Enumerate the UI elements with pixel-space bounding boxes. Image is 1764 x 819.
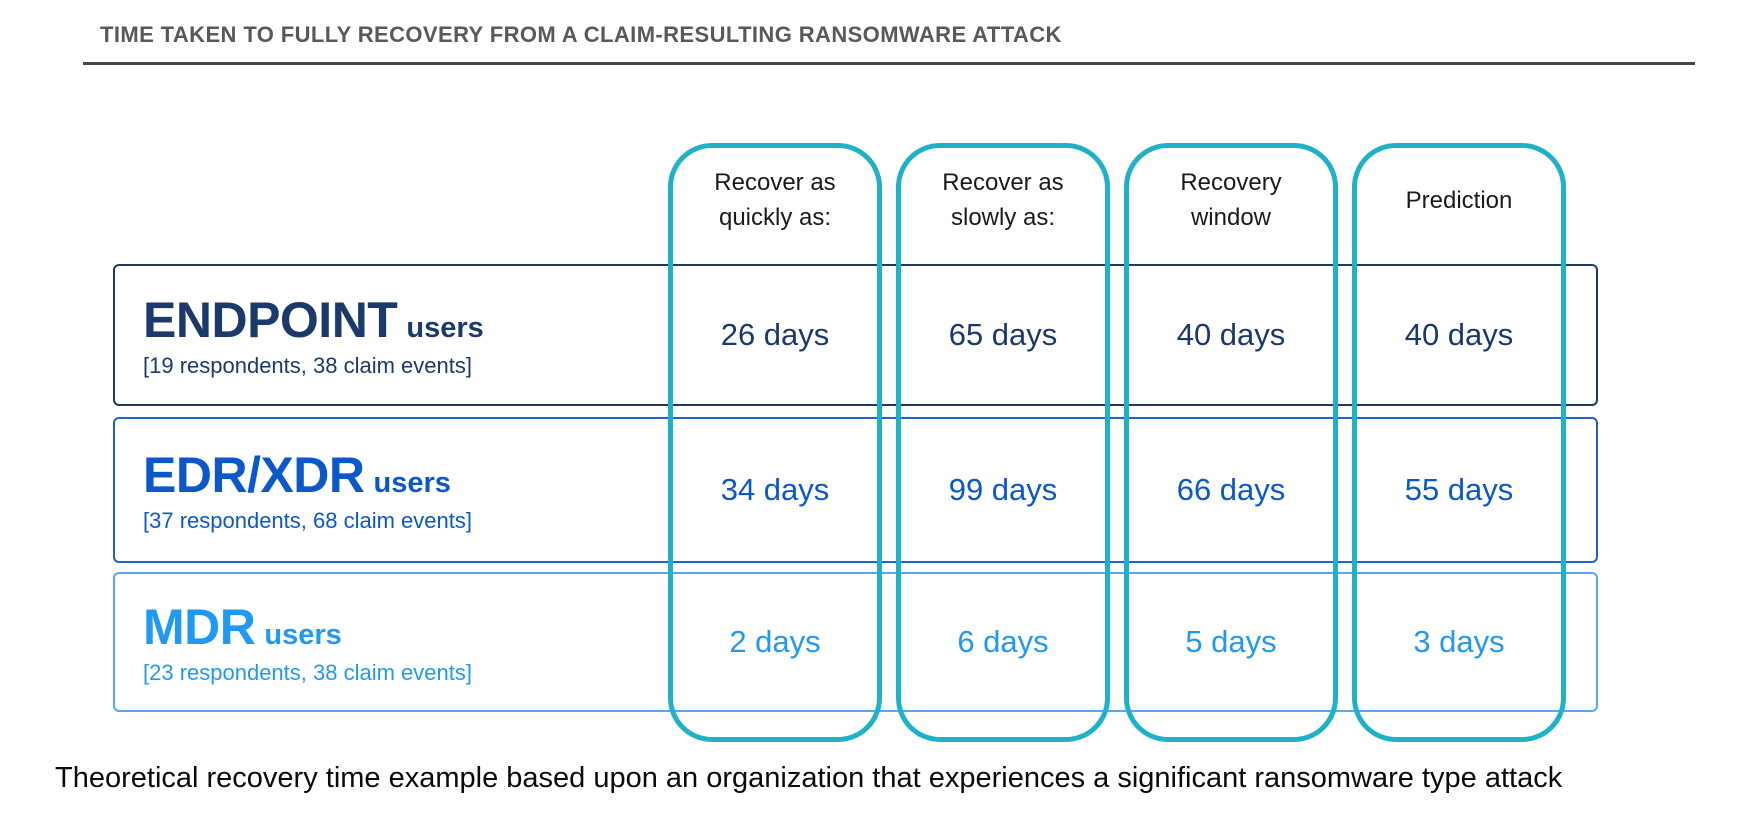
column-header-recover-slowly: Recover as slowly as: <box>896 155 1110 247</box>
value-mdr-recovery-window: 5 days <box>1185 624 1277 659</box>
row-name: ENDPOINT <box>143 292 398 348</box>
value-endpoint-recover-quickly: 26 days <box>720 317 830 352</box>
row-detail: [37 respondents, 68 claim events] <box>143 508 472 533</box>
column-header-line: Recover as <box>714 169 836 197</box>
column-header-line: window <box>1190 204 1272 231</box>
value-edr-xdr-recovery-window: 66 days <box>1176 472 1286 507</box>
row-detail: [23 respondents, 38 claim events] <box>143 660 472 685</box>
column-box-prediction <box>1352 143 1566 742</box>
column-box-recover-quickly <box>668 143 882 742</box>
row-suffix: users <box>373 467 451 499</box>
value-edr-xdr-prediction: 55 days <box>1404 472 1514 507</box>
value-edr-xdr-recover-quickly: 34 days <box>720 472 830 507</box>
value-endpoint-recover-slowly: 65 days <box>948 317 1058 352</box>
title-underline <box>83 62 1695 65</box>
value-mdr-recover-quickly: 2 days <box>729 624 821 659</box>
value-edr-xdr-recover-slowly: 99 days <box>948 472 1058 507</box>
column-header-recovery-window: Recovery window <box>1124 155 1338 247</box>
column-box-recovery-window <box>1124 143 1338 742</box>
column-header-line: Recovery <box>1180 169 1282 197</box>
column-header-line: Prediction <box>1405 186 1513 214</box>
value-mdr-prediction: 3 days <box>1413 624 1505 659</box>
column-box-recover-slowly <box>896 143 1110 742</box>
row-name: EDR/XDR <box>143 447 365 503</box>
row-detail: [19 respondents, 38 claim events] <box>143 353 472 378</box>
column-header-line: quickly as: <box>718 204 832 231</box>
row-suffix: users <box>264 619 342 651</box>
column-header-line: slowly as: <box>950 204 1056 231</box>
column-header-prediction: Prediction <box>1352 155 1566 247</box>
page-title: TIME TAKEN TO FULLY RECOVERY FROM A CLAI… <box>100 22 1062 47</box>
column-header-line: Recover as <box>942 169 1064 197</box>
value-endpoint-prediction: 40 days <box>1404 317 1514 352</box>
row-name: MDR <box>143 599 256 655</box>
footnote-text: Theoretical recovery time example based … <box>55 762 1563 794</box>
column-header-recover-quickly: Recover as quickly as: <box>668 155 882 247</box>
value-mdr-recover-slowly: 6 days <box>957 624 1049 659</box>
value-endpoint-recovery-window: 40 days <box>1176 317 1286 352</box>
row-suffix: users <box>406 312 484 344</box>
